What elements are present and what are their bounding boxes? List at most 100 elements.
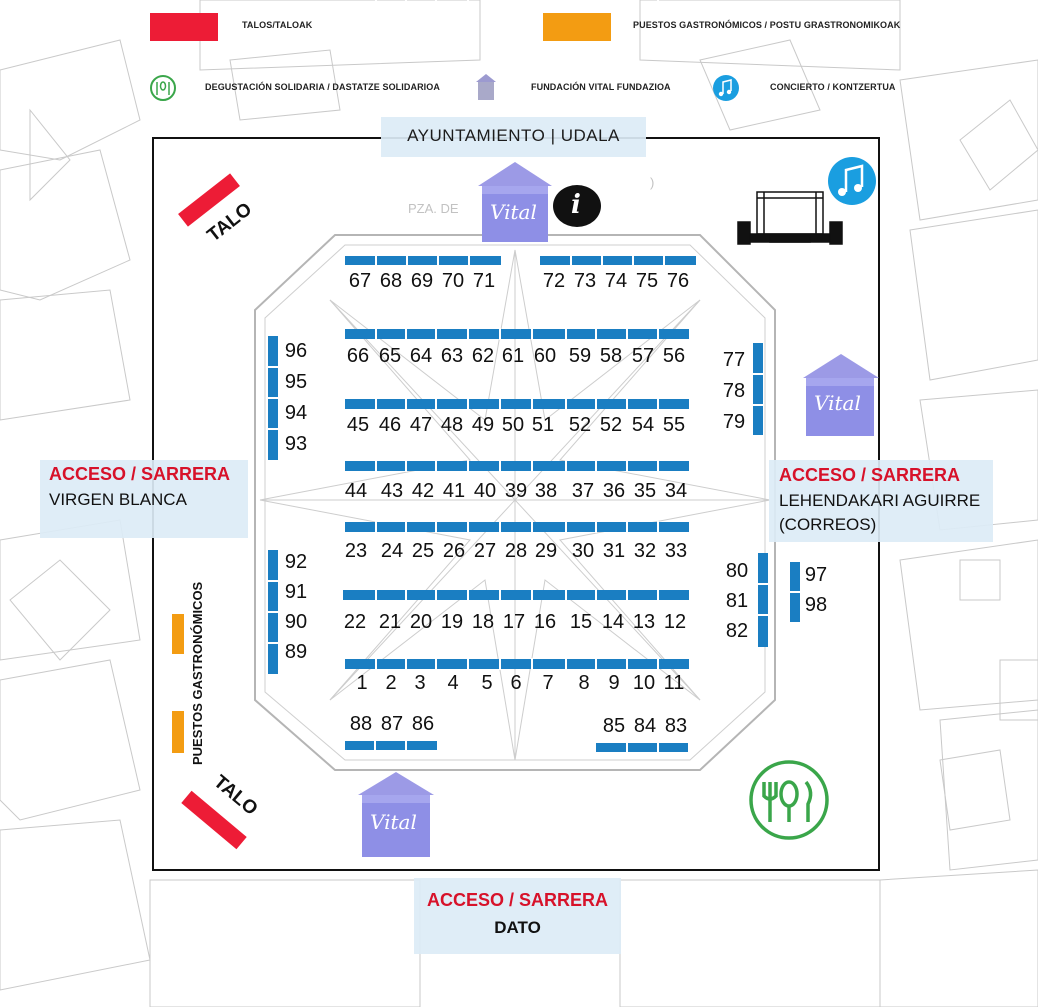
legend-concierto-label: CONCIERTO / KONTZERTUA xyxy=(770,82,896,92)
stall-number: 6 xyxy=(510,672,522,694)
stall-number: 13 xyxy=(632,611,656,633)
access-west: ACCESO / SARRERA VIRGEN BLANCA xyxy=(40,460,248,538)
stall-number: 31 xyxy=(602,540,626,562)
stall-number: 66 xyxy=(346,345,370,367)
stall-number: 91 xyxy=(284,581,308,603)
stall-number: 68 xyxy=(379,270,403,292)
degustacion-icon xyxy=(749,760,829,840)
stall-number: 72 xyxy=(542,270,566,292)
stall-number: 90 xyxy=(284,611,308,633)
stall-number: 26 xyxy=(442,540,466,562)
stall-number: 5 xyxy=(481,672,493,694)
stall-number: 34 xyxy=(664,480,688,502)
stall-number: 39 xyxy=(504,480,528,502)
legend-puestos-label: PUESTOS GASTRONÓMICOS / POSTU GRASTRONOM… xyxy=(633,20,901,30)
stall-number: 62 xyxy=(471,345,495,367)
stall-number: 27 xyxy=(473,540,497,562)
stall-number: 49 xyxy=(471,414,495,436)
stall-number: 70 xyxy=(441,270,465,292)
stall-number: 54 xyxy=(631,414,655,436)
stall-number: 44 xyxy=(344,480,368,502)
stall-number: 63 xyxy=(440,345,464,367)
svg-text:PZA. DE: PZA. DE xyxy=(408,201,459,216)
access-east: ACCESO / SARRERA LEHENDAKARI AGUIRRE (CO… xyxy=(769,460,993,542)
stall-number: 45 xyxy=(346,414,370,436)
stall-number: 86 xyxy=(411,713,435,735)
stall-number: 19 xyxy=(440,611,464,633)
stall-number: 92 xyxy=(284,551,308,573)
stall-number: 16 xyxy=(533,611,557,633)
svg-text:): ) xyxy=(650,175,654,190)
stall-number: 12 xyxy=(663,611,687,633)
stall-number: 74 xyxy=(604,270,628,292)
concert-icon xyxy=(828,157,876,205)
stall-number: 51 xyxy=(531,414,555,436)
stage-icon xyxy=(737,191,843,245)
stall-number: 84 xyxy=(633,715,657,737)
stall-number: 9 xyxy=(608,672,620,694)
stall-number: 67 xyxy=(348,270,372,292)
stall-number: 80 xyxy=(725,560,749,582)
access-east-line2: LEHENDAKARI AGUIRRE xyxy=(779,491,981,510)
stall-number: 61 xyxy=(501,345,525,367)
stall-number: 8 xyxy=(578,672,590,694)
access-south-line2: DATO xyxy=(494,918,541,937)
vital-tent-top xyxy=(478,162,552,242)
stall-number: 73 xyxy=(573,270,597,292)
stall-number: 40 xyxy=(473,480,497,502)
stall-number: 71 xyxy=(472,270,496,292)
vital-label-right: Vital xyxy=(814,391,861,415)
talo-bar-top xyxy=(178,173,240,227)
access-east-line3: (CORREOS) xyxy=(779,515,877,534)
stall-number: 97 xyxy=(804,564,828,586)
legend-degustacion-label: DEGUSTACIÓN SOLIDARIA / DASTATZE SOLIDAR… xyxy=(205,82,440,92)
access-east-line1: ACCESO / SARRERA xyxy=(779,465,961,485)
vital-label-bottom: Vital xyxy=(370,810,417,834)
plaza-border xyxy=(152,137,880,871)
stall-number: 29 xyxy=(534,540,558,562)
stall-number: 87 xyxy=(380,713,404,735)
stall-number: 94 xyxy=(284,402,308,424)
plaza-octagon xyxy=(254,234,776,771)
info-icon xyxy=(553,185,601,227)
stall-number: 20 xyxy=(409,611,433,633)
stall-number: 58 xyxy=(599,345,623,367)
stall-number: 96 xyxy=(284,340,308,362)
stall-number: 77 xyxy=(722,349,746,371)
stall-number: 37 xyxy=(571,480,595,502)
stall-number: 50 xyxy=(501,414,525,436)
stall-number: 89 xyxy=(284,641,308,663)
stall-number: 33 xyxy=(664,540,688,562)
legend-degustacion-icon xyxy=(150,75,176,101)
stall-number: 11 xyxy=(663,672,685,694)
stall-number: 42 xyxy=(411,480,435,502)
stall-number: 28 xyxy=(504,540,528,562)
stall-number: 41 xyxy=(442,480,466,502)
vital-tent-bottom xyxy=(358,772,434,857)
stall-number: 69 xyxy=(410,270,434,292)
access-west-line2: VIRGEN BLANCA xyxy=(49,490,187,509)
stall-number: 76 xyxy=(666,270,690,292)
stall-number: 7 xyxy=(542,672,554,694)
stall-number: 23 xyxy=(344,540,368,562)
stall-number: 18 xyxy=(471,611,495,633)
stall-number: 48 xyxy=(440,414,464,436)
stall-number: 46 xyxy=(378,414,402,436)
stall-number: 21 xyxy=(378,611,402,633)
legend-talos-label: TALOS/TALOAK xyxy=(242,20,313,30)
stall-number: 52 xyxy=(599,414,623,436)
stall-number: 52 xyxy=(568,414,592,436)
stall-number: 3 xyxy=(414,672,426,694)
stall-number: 32 xyxy=(633,540,657,562)
stall-number: 81 xyxy=(725,590,749,612)
access-west-line1: ACCESO / SARRERA xyxy=(49,464,231,484)
stall-number: 64 xyxy=(409,345,433,367)
legend-fundacion-label: FUNDACIÓN VITAL FUNDAZIOA xyxy=(531,82,671,92)
stall-number: 2 xyxy=(385,672,397,694)
stall-number: 24 xyxy=(380,540,404,562)
stall-number: 22 xyxy=(343,611,367,633)
venue-title: AYUNTAMIENTO | UDALA xyxy=(381,117,646,157)
stall-number: 14 xyxy=(601,611,625,633)
info-label: i xyxy=(571,190,581,220)
